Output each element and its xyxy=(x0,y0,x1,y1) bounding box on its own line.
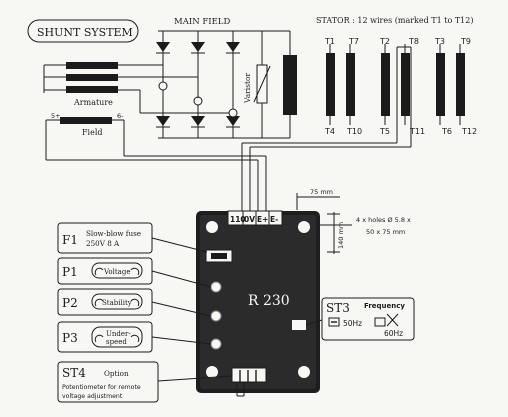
p3-label2: speed xyxy=(106,338,127,346)
st4-desc2: voltage adjustment xyxy=(62,393,123,400)
main-field-label: MAIN FIELD xyxy=(174,17,230,27)
p1-tag: P1 xyxy=(62,265,78,279)
armature-label: Armature xyxy=(73,98,113,107)
mounting-hole xyxy=(206,366,218,378)
terminal-e-plus: E+ xyxy=(257,215,268,224)
stator-t5: T5 xyxy=(379,127,390,136)
stator-t3: T3 xyxy=(434,37,445,46)
terminal-e-minus: E- xyxy=(270,215,278,224)
st3-50hz: 50Hz xyxy=(343,319,362,328)
p3-trimmer xyxy=(210,338,222,350)
title-box xyxy=(27,19,139,43)
st4-desc1: Potentiometer for remote xyxy=(62,384,141,391)
mounting-hole xyxy=(298,221,310,233)
stator-t7: T7 xyxy=(348,37,359,46)
st3-tag: ST3 xyxy=(326,301,350,315)
diode-column-3 xyxy=(226,31,240,138)
main-field-coil xyxy=(283,55,297,115)
regulator-board xyxy=(196,210,320,397)
rectifier-bridge xyxy=(156,30,297,139)
stator-t12: T12 xyxy=(461,127,477,136)
p3-callout xyxy=(57,321,212,353)
dim-height: 140 mm xyxy=(337,222,345,249)
p2-trimmer xyxy=(210,310,222,322)
stator-t4: T4 xyxy=(324,127,335,136)
regulator-name: R 230 xyxy=(248,293,290,309)
p1-trimmer xyxy=(210,281,222,293)
p2-label: Stability xyxy=(102,299,132,307)
st4-option: Option xyxy=(104,369,129,378)
title-text: SHUNT SYSTEM xyxy=(37,26,133,39)
varistor-label: Varistor xyxy=(243,72,252,104)
stator-t1: T1 xyxy=(324,37,335,46)
f1-line1: Slow-blow fuse xyxy=(86,229,141,238)
st3-60hz: 60Hz xyxy=(384,329,403,338)
armature-windings xyxy=(43,62,229,114)
field-coil xyxy=(60,117,112,124)
dim-width: 75 mm xyxy=(310,188,333,196)
field-minus: 6- xyxy=(117,112,124,120)
field-label: Field xyxy=(82,128,103,137)
terminal-0v: 0V xyxy=(244,215,255,224)
p1-callout xyxy=(57,257,212,288)
stator-t2: T2 xyxy=(379,37,390,46)
terminal-110: 110 xyxy=(230,215,246,224)
st3-callout xyxy=(305,297,415,341)
p2-tag: P2 xyxy=(62,296,78,310)
f1-tag: F1 xyxy=(62,233,78,247)
mounting-hole xyxy=(298,366,310,378)
st4-callout xyxy=(57,361,233,403)
stator-t10: T10 xyxy=(346,127,362,136)
stator-t9: T9 xyxy=(460,37,471,46)
st4-connector xyxy=(231,367,267,383)
stator-windings xyxy=(241,44,465,213)
p3-tag: P3 xyxy=(62,331,78,345)
holes-line1: 4 x holes Ø 5.8 x xyxy=(356,216,411,224)
stator-t11: T11 xyxy=(409,127,425,136)
exciter-field xyxy=(45,117,267,213)
p2-callout xyxy=(57,288,212,317)
f1-line2: 250V 8 A xyxy=(86,239,120,248)
stator-t8: T8 xyxy=(408,37,419,46)
diode-column-1 xyxy=(156,31,170,138)
mounting-hole xyxy=(206,221,218,233)
stator-t6: T6 xyxy=(441,127,452,136)
st3-title: Frequency xyxy=(364,302,405,310)
stator-header: STATOR : 12 wires (marked T1 to T12) xyxy=(316,16,473,25)
f1-callout xyxy=(57,222,208,254)
p3-label1: Under- xyxy=(106,330,131,338)
field-plus: 5+ xyxy=(51,112,61,120)
p1-label: Voltage xyxy=(103,268,130,276)
holes-line2: 50 x 75 mm xyxy=(366,228,405,236)
dimension-lines xyxy=(296,193,352,254)
st4-tag: ST4 xyxy=(62,366,86,380)
